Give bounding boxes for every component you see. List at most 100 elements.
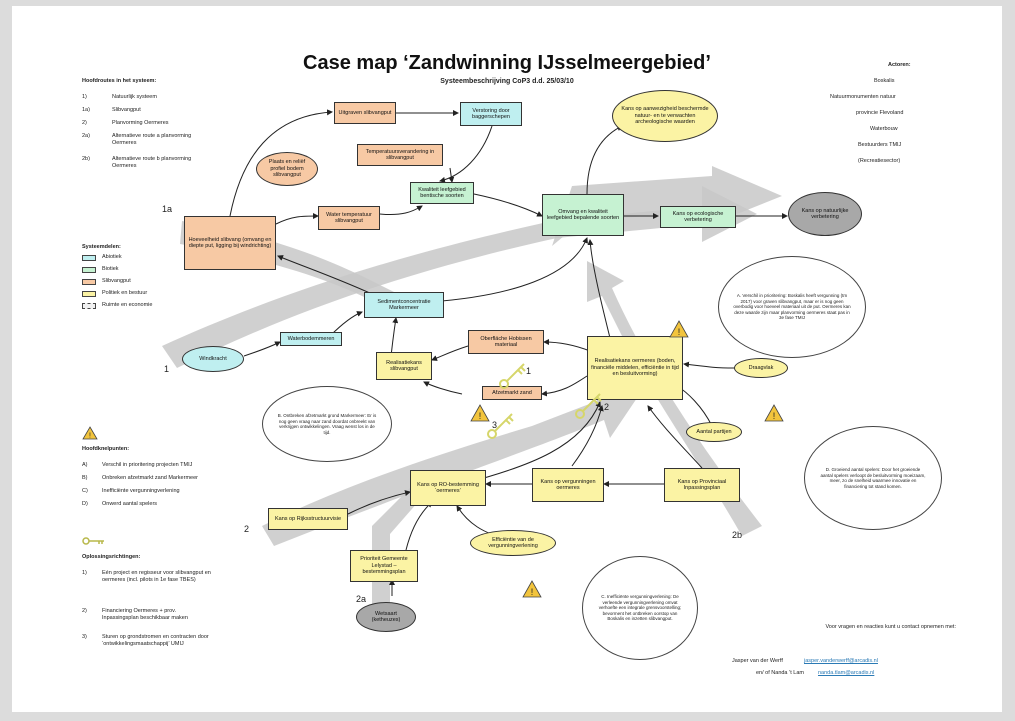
footer-contact2-email[interactable]: nanda.tlam@arcadis.nl [818,670,875,676]
warning-icon-b: ! [470,404,490,422]
problem-text: Inefficiënte vergunningverlening [102,488,180,494]
key-number-1: 1 [526,366,532,376]
solution-num: 2) [82,608,87,614]
footer-questions: Voor vragen en reacties kunt u contact o… [825,624,956,630]
node-wetswijziging: Wetsaart (ketheuzes) [356,602,416,632]
cloud-prioritering: A. Verschil in prioritering: Boskalis he… [718,256,866,358]
legend-swatch-abiotiek [82,255,96,261]
link-kwaliteit-omvang [473,193,543,217]
warning-icon-d: ! [764,404,784,422]
problem-num: D) [82,501,88,507]
node-sediment: Sedimentconcentratie Markermeer [364,292,444,318]
node-kans-prov: Kans op Provinciaal Inpassingsplan [664,468,740,502]
route-num: 1a) [82,107,90,113]
solution-text: Eén project en regisseur voor slibvangpu… [102,570,211,583]
route-text: Natuurlijk systeem [112,94,157,100]
link-realisatie-oer-afzet [541,375,588,397]
problem-num: A) [82,462,88,468]
link-realisatie-oer-oppervlakte [543,339,591,352]
svg-text:!: ! [773,411,776,421]
node-kans-ro: Kans op RO-bestemming ‘oermeres’ [410,470,486,506]
link-prov-realisatie [647,405,703,469]
route-num: 2b) [82,156,90,162]
link-oppervlakte-realisatie-slib [431,345,469,361]
node-kans-vergunning: Kans op vergunningen oermeres [532,468,604,502]
route-label-2a: 2a [356,594,367,604]
link-temperatuur-kwaliteit [448,167,455,183]
problems-header: Hoofdknelpunten: [82,446,130,452]
link-draagvlak-realisatie [683,361,735,369]
node-verstoring: Verstoring door baggerschepen [460,102,522,126]
node-realisatie-oer: Realisatiekans oermeres (boden, financië… [587,336,683,400]
footer-contact1-name: Jasper van der Werff [732,658,783,664]
page-title: Case map ‘Zandwinning IJsselmeergebied’ [303,52,711,74]
problem-text: Onbreken afzetmarkt zand Markermeer [102,475,198,481]
node-afzetmarkt: Afzetmarkt zand [482,386,542,400]
svg-text:!: ! [479,411,482,421]
node-water-temp: Water temperatuur slibvangput [318,206,380,230]
key-icon-2 [575,393,602,419]
solution-text: Sturen op grondstromen en contracten doo… [102,634,209,647]
actor-item: Natuurmonumenten natuur [830,94,896,100]
route-label-2: 2 [244,524,250,534]
node-plaats-relief: Plaats en reliëf profiel bodem slibvangp… [256,152,318,186]
warning-icon-a: ! [669,320,689,338]
page-subtitle: Systeembeschrijving CoP3 d.d. 25/03/10 [440,78,574,85]
node-kans-aanwezigheid: Kans op aanwezigheid beschermde natuur- … [612,90,718,142]
link-water-kwaliteit [379,205,423,215]
route-label-1: 1 [164,364,170,374]
route-num: 2a) [82,133,90,139]
route-text: Alternatieve route b planvorming Oermere… [112,156,192,169]
link-rijks-ro [347,490,411,515]
key-icon-3 [487,413,514,439]
node-waterdynamiek: Waterbodemmeren [280,332,342,346]
link-hoeveelheid-water [275,213,319,225]
solution-num: 3) [82,634,87,640]
link-ro-realisatie [461,401,601,485]
problem-num: C) [82,488,88,494]
legend-label: Ruimte en economie [102,302,153,308]
key-number-2: 2 [604,402,610,412]
footer-contact2-name: en/ of Nanda ’t Lam [756,670,805,676]
actor-item: Bestuurders TMIJ [858,142,902,148]
route-text: Planvorming Oermeres [112,120,169,126]
footer-contact1-email[interactable]: jasper.vanderwerff@arcadis.nl [804,658,878,664]
route-label-2b: 2b [732,530,743,540]
legend-label: Biotiek [102,266,119,272]
node-windkracht: Windkracht [182,346,244,372]
actor-item: Boskalis [874,78,895,84]
solution-num: 1) [82,570,87,576]
node-omvang: Omvang en kwaliteit leefgebied bepalende… [542,194,624,236]
node-hoeveelheid: Hoeveelheid slibvang (omvang en diepte p… [184,216,276,270]
key-icon-1 [499,363,526,389]
node-efficientie: Efficiëntie van de vergunningverlening [470,530,556,556]
legend-swatch-ruimte [82,303,96,309]
link-vergunning-realisatie [571,405,604,467]
svg-text:!: ! [678,327,681,337]
link-windkracht-waterdyn [243,341,281,357]
svg-text:!: ! [89,433,91,440]
node-rijksbudget: Kans op Rijksstructuurvisie [268,508,348,530]
route-2b-arrow [587,261,762,536]
legend-label: Abiotiek [102,254,122,260]
node-draagvlak: Draagvlak [734,358,788,378]
node-kans-natuur: Kans op natuurlijke verbetering [788,192,862,236]
solution-text: Financiering Oermeres + prov. Inpassings… [102,608,188,621]
actors-header: Actoren: [888,62,911,68]
link-afzet-realisatie-slib [423,381,463,395]
link-sediment-omvang [429,237,588,303]
legend-header: Systeemdelen: [82,244,121,250]
node-realisatie-slib: Realisatiekans slibvangput [376,352,432,380]
actor-item: (Recreatiesector) [858,158,901,164]
problem-text: Verschil in prioritering projecten TMIJ [102,462,193,468]
cloud-vergunning: C. Inefficiënte vergunningverlening: De … [582,556,698,660]
warning-icon-c: ! [522,580,542,598]
route-num: 1) [82,94,87,100]
link-realisatie-oer-omvang [587,239,613,347]
link-verstoring-kwaliteit [439,125,493,183]
route-label-1a: 1a [162,204,173,214]
case-map-page: Case map ‘Zandwinning IJsselmeergebied’ … [12,6,1002,712]
legend-swatch-slibvangput [82,279,96,285]
problem-num: B) [82,475,88,481]
node-temperatuur: Temperatuursverandering in slibvangput [357,144,443,166]
